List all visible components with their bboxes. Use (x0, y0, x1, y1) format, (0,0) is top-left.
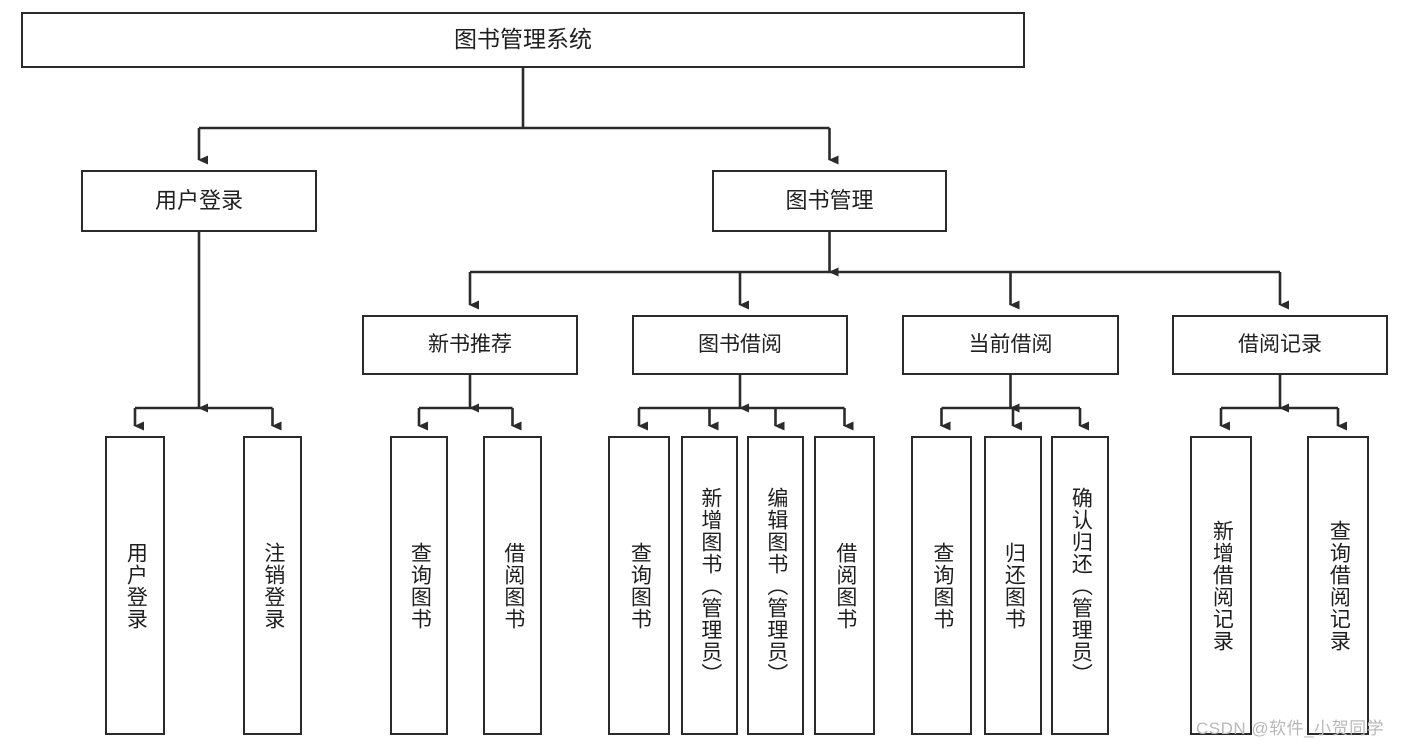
node-book-management[interactable]: 图书管理 (712, 170, 947, 232)
leaf-user-login[interactable]: 用户登录 (105, 436, 165, 735)
leaf-confirm-return-admin[interactable]: 确认归还（管理员） (1051, 436, 1109, 735)
leaf-query-book-current[interactable]: 查询图书 (911, 436, 972, 735)
node-book-borrow[interactable]: 图书借阅 (632, 315, 848, 375)
leaf-borrow-book-recommend[interactable]: 借阅图书 (483, 436, 542, 735)
leaf-query-book-recommend[interactable]: 查询图书 (390, 436, 448, 735)
leaf-return-book[interactable]: 归还图书 (984, 436, 1042, 735)
leaf-add-borrow-record[interactable]: 新增借阅记录 (1190, 436, 1252, 735)
csdn-watermark: CSDN @软件_小贺同学 (1196, 719, 1385, 738)
leaf-query-borrow-record[interactable]: 查询借阅记录 (1307, 436, 1369, 735)
leaf-query-book-borrow[interactable]: 查询图书 (608, 436, 670, 735)
leaf-logout[interactable]: 注销登录 (243, 436, 302, 735)
leaf-borrow-book[interactable]: 借阅图书 (814, 436, 875, 735)
node-user-login[interactable]: 用户登录 (81, 170, 317, 232)
node-root-system[interactable]: 图书管理系统 (21, 12, 1025, 68)
node-new-book-recommend[interactable]: 新书推荐 (362, 315, 578, 375)
node-borrow-record[interactable]: 借阅记录 (1172, 315, 1388, 375)
leaf-edit-book-admin[interactable]: 编辑图书（管理员） (747, 436, 804, 735)
node-current-borrow[interactable]: 当前借阅 (902, 315, 1119, 375)
leaf-add-book-admin[interactable]: 新增图书（管理员） (681, 436, 738, 735)
